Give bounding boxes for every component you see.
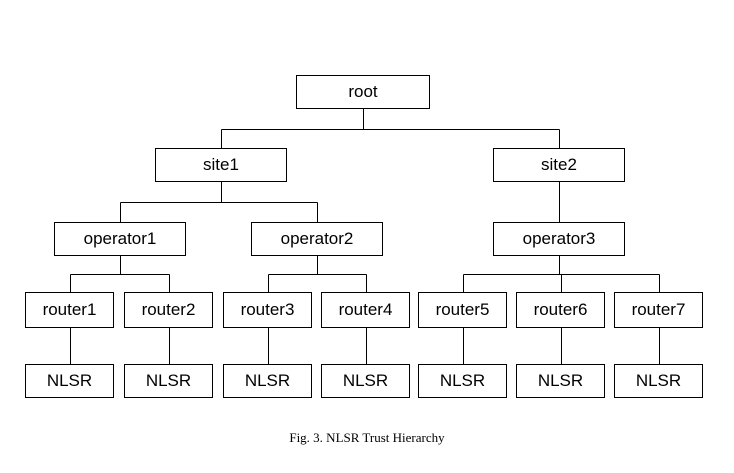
node-router2: router2 <box>124 292 213 328</box>
connector-root <box>221 109 560 148</box>
node-router5: router5 <box>418 292 507 328</box>
node-nlsr4: NLSR <box>321 364 410 398</box>
node-router1: router1 <box>25 292 114 328</box>
node-router3: router3 <box>223 292 312 328</box>
node-nlsr6: NLSR <box>516 364 605 398</box>
node-router6: router6 <box>516 292 605 328</box>
node-nlsr2: NLSR <box>124 364 213 398</box>
connector-operator3 <box>463 256 660 292</box>
connector-site1 <box>120 182 318 222</box>
node-router7: router7 <box>614 292 703 328</box>
node-nlsr3: NLSR <box>223 364 312 398</box>
node-site2: site2 <box>493 148 625 182</box>
node-operator1: operator1 <box>54 222 186 256</box>
node-router4: router4 <box>321 292 410 328</box>
node-site1: site1 <box>155 148 287 182</box>
node-nlsr1: NLSR <box>25 364 114 398</box>
node-operator3: operator3 <box>493 222 625 256</box>
node-operator2: operator2 <box>251 222 383 256</box>
connector-operator1 <box>70 256 170 292</box>
node-nlsr7: NLSR <box>614 364 703 398</box>
connector-operator2 <box>268 256 367 292</box>
node-root: root <box>296 75 430 109</box>
node-nlsr5: NLSR <box>418 364 507 398</box>
figure-caption: Fig. 3. NLSR Trust Hierarchy <box>289 430 445 445</box>
